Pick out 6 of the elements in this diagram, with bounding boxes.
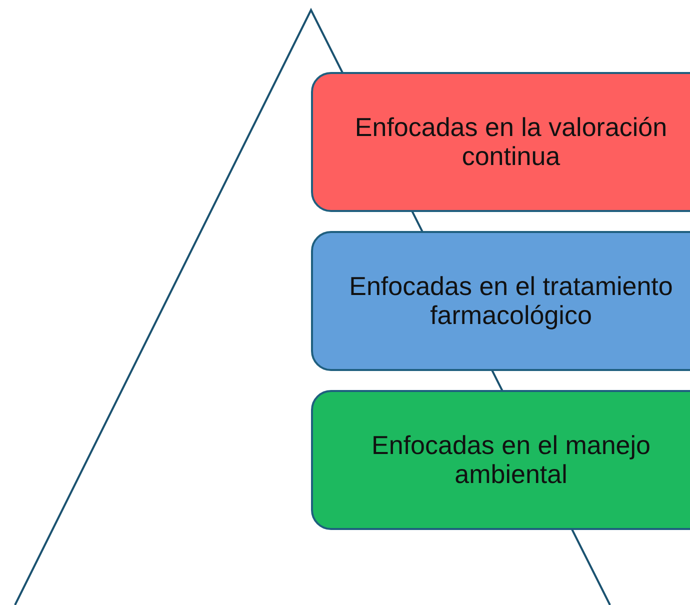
level-text: Enfocadas en el manejo ambiental xyxy=(370,431,652,489)
pyramid-level-box xyxy=(311,231,690,371)
pyramid-level-box xyxy=(311,390,690,530)
pyramid-level-box xyxy=(311,72,690,212)
level-text: Enfocadas en el tratamiento farmacológico xyxy=(348,272,674,330)
level-text: Enfocadas en la valoración continua xyxy=(354,113,668,171)
